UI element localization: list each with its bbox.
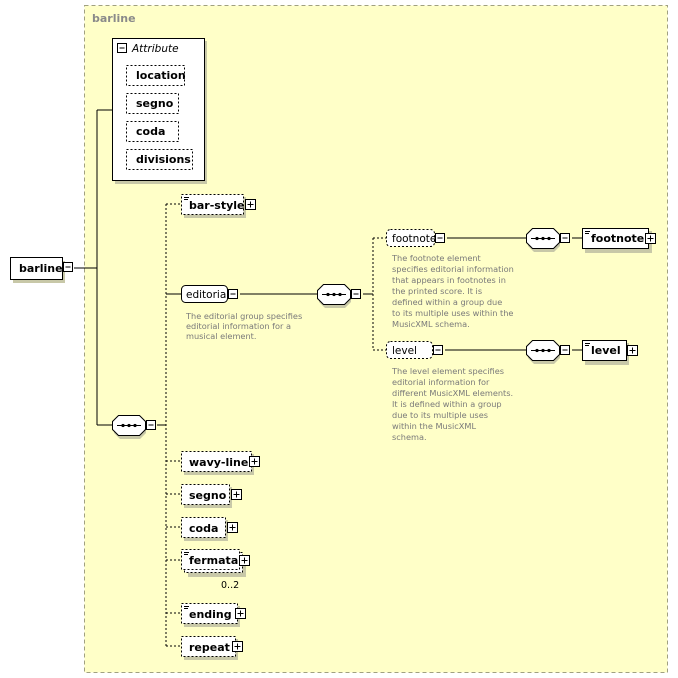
expand-toggle[interactable] bbox=[645, 233, 656, 244]
svg-text:footnote: footnote bbox=[591, 232, 644, 245]
svg-text:ending: ending bbox=[189, 608, 232, 621]
svg-text:editorial information for: editorial information for bbox=[392, 377, 490, 387]
svg-text:defined within a group due: defined within a group due bbox=[392, 297, 502, 307]
expand-toggle[interactable] bbox=[239, 555, 250, 566]
sequence-collapse-toggle[interactable] bbox=[146, 420, 156, 430]
level-sequence-toggle[interactable] bbox=[560, 345, 570, 355]
element-fermata[interactable]: fermata bbox=[181, 549, 250, 578]
svg-text:coda: coda bbox=[189, 522, 218, 535]
fermata-occurrence: 0..2 bbox=[221, 580, 239, 591]
svg-text:segno: segno bbox=[189, 489, 227, 502]
svg-text:editorial: editorial bbox=[186, 289, 229, 301]
svg-text:fermata: fermata bbox=[189, 554, 238, 567]
attribute-coda[interactable]: coda bbox=[126, 121, 179, 142]
footnote-collapse-toggle[interactable] bbox=[435, 233, 445, 243]
svg-text:editorial information for a: editorial information for a bbox=[186, 321, 291, 331]
element-footnote[interactable]: footnote bbox=[582, 228, 656, 254]
element-level[interactable]: level bbox=[582, 340, 638, 366]
root-element-label: barline bbox=[19, 262, 63, 275]
svg-text:musical element.: musical element. bbox=[186, 331, 256, 341]
svg-text:the printed score. It is: the printed score. It is bbox=[392, 286, 482, 296]
connectors bbox=[74, 109, 582, 647]
expand-toggle[interactable] bbox=[227, 522, 238, 533]
group-footnote[interactable]: footnote bbox=[386, 229, 445, 247]
attribute-segno[interactable]: segno bbox=[126, 93, 179, 114]
svg-text:that appears in footnotes in: that appears in footnotes in bbox=[392, 275, 506, 285]
element-ending[interactable]: ending bbox=[181, 603, 246, 628]
attribute-location[interactable]: location bbox=[126, 65, 186, 86]
svg-text:It is defined within a group: It is defined within a group bbox=[392, 399, 502, 409]
level-collapse-toggle[interactable] bbox=[433, 345, 443, 355]
group-editorial[interactable]: editorial bbox=[181, 285, 238, 303]
group-title: barline bbox=[92, 12, 136, 25]
svg-text:bar-style: bar-style bbox=[189, 199, 245, 212]
element-wavy-line[interactable]: wavy-line bbox=[181, 451, 260, 476]
svg-text:MusicXML schema.: MusicXML schema. bbox=[392, 319, 470, 329]
editorial-documentation: The editorial group specifies editorial … bbox=[185, 311, 302, 341]
svg-text:level: level bbox=[591, 344, 621, 357]
element-coda[interactable]: coda bbox=[181, 517, 238, 542]
editorial-sequence-compositor[interactable] bbox=[317, 284, 361, 309]
svg-text:The editorial group specifies: The editorial group specifies bbox=[185, 311, 302, 321]
svg-text:due to its multiple uses: due to its multiple uses bbox=[392, 410, 488, 420]
sequence-compositor[interactable] bbox=[112, 415, 156, 440]
svg-text:schema.: schema. bbox=[392, 432, 427, 442]
footnote-sequence-toggle[interactable] bbox=[560, 233, 570, 243]
svg-text:level: level bbox=[392, 345, 417, 357]
element-bar-style[interactable]: bar-style bbox=[181, 194, 256, 219]
svg-text:The level element specifies: The level element specifies bbox=[391, 366, 504, 376]
level-documentation: The level element specifies editorial in… bbox=[391, 366, 513, 442]
footnote-documentation: The footnote element specifies editorial… bbox=[391, 253, 514, 329]
root-element-barline[interactable]: barline bbox=[10, 257, 73, 284]
expand-toggle[interactable] bbox=[249, 456, 260, 467]
svg-text:coda: coda bbox=[136, 125, 165, 138]
collapse-toggle[interactable] bbox=[63, 262, 73, 272]
svg-text:The footnote element: The footnote element bbox=[391, 253, 482, 263]
element-segno[interactable]: segno bbox=[181, 484, 242, 509]
svg-text:different MusicXML elements.: different MusicXML elements. bbox=[392, 388, 513, 398]
svg-text:footnote: footnote bbox=[392, 233, 436, 245]
expand-toggle[interactable] bbox=[627, 345, 638, 356]
editorial-sequence-toggle[interactable] bbox=[351, 289, 361, 299]
svg-text:within the MusicXML: within the MusicXML bbox=[392, 421, 476, 431]
svg-text:divisions: divisions bbox=[136, 153, 191, 166]
expand-toggle[interactable] bbox=[231, 489, 242, 500]
svg-text:repeat: repeat bbox=[189, 641, 230, 654]
attribute-header: Attribute bbox=[131, 43, 179, 55]
svg-text:segno: segno bbox=[136, 97, 174, 110]
attribute-collapse-toggle[interactable] bbox=[117, 43, 127, 53]
svg-text:specifies editorial informatio: specifies editorial information bbox=[392, 264, 514, 274]
svg-text:wavy-line: wavy-line bbox=[189, 456, 248, 469]
svg-text:location: location bbox=[136, 69, 186, 82]
attribute-divisions[interactable]: divisions bbox=[126, 149, 193, 170]
group-level[interactable]: level bbox=[386, 341, 443, 359]
level-sequence-compositor[interactable] bbox=[526, 340, 570, 365]
expand-toggle[interactable] bbox=[245, 199, 256, 210]
expand-toggle[interactable] bbox=[232, 641, 243, 652]
attribute-group: Attribute location segno coda divisions bbox=[112, 38, 207, 184]
svg-text:to its multiple uses within th: to its multiple uses within the bbox=[392, 308, 513, 318]
footnote-sequence-compositor[interactable] bbox=[526, 228, 570, 253]
expand-toggle[interactable] bbox=[235, 608, 246, 619]
editorial-collapse-toggle[interactable] bbox=[228, 289, 238, 299]
element-repeat[interactable]: repeat bbox=[181, 636, 243, 661]
